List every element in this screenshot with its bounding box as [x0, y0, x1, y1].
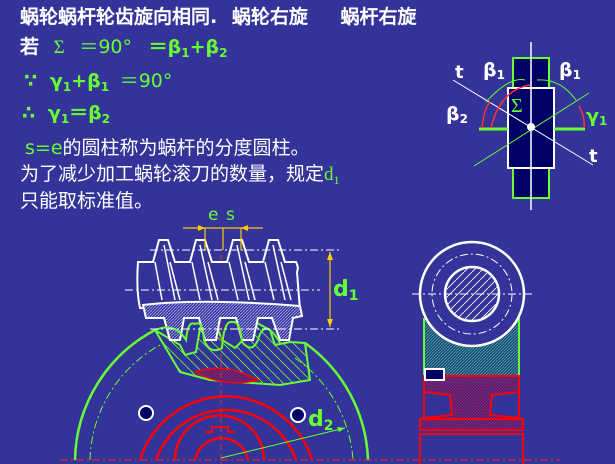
d1-symbol: d	[324, 164, 334, 185]
key-block	[424, 368, 445, 381]
definition-line: s=e的圆柱称为蜗杆的分度圆柱。	[25, 137, 310, 159]
standard-text: 为了减少加工蜗轮滚刀的数量，规定	[20, 163, 325, 185]
condition-line: 若 Σ ＝90° ＝β1+β2	[20, 36, 228, 64]
beta2-label: β2	[446, 103, 468, 126]
s-equals-e-text: s=e	[25, 137, 63, 159]
beta1-left-label: β1	[483, 59, 505, 82]
because-symbol: ∵	[24, 70, 38, 92]
definition-text: 的圆柱称为蜗杆的分度圆柱。	[62, 137, 310, 159]
rivet-left	[138, 405, 154, 421]
d2-label: d2	[308, 407, 334, 434]
gamma1-label: γ1	[586, 105, 607, 128]
statement-line: 蜗轮蜗杆轮齿旋向相同. 蜗轮右旋 蜗杆右旋	[20, 6, 417, 28]
therefore-line: ∴ γ1＝β2	[22, 102, 111, 126]
worm-right-hand-label: 蜗杆右旋	[340, 6, 417, 28]
standard-text-2: 只能取标准值。	[20, 190, 154, 212]
standard-line: 为了减少加工蜗轮滚刀的数量，规定d1	[20, 163, 340, 187]
statement-text: 蜗轮蜗杆轮齿旋向相同.	[20, 6, 218, 28]
sigma-label: Σ	[511, 95, 523, 117]
rivet-right	[290, 407, 306, 423]
therefore-symbol: ∴	[22, 102, 36, 124]
beta1-right-label: β1	[559, 59, 581, 82]
t-label-right: t	[589, 146, 598, 167]
worm-wheel-right-hand-label: 蜗轮右旋	[231, 6, 308, 28]
equals-90-text: ＝90°	[79, 36, 133, 58]
tangent-line	[452, 79, 594, 166]
beta-sum-expression: ＝β1+β2	[148, 36, 228, 60]
because-line: ∵ γ1+β1 ＝90°	[24, 70, 173, 94]
s-label: s	[226, 205, 235, 225]
if-label: 若	[20, 36, 40, 58]
t-label-left: t	[455, 62, 464, 83]
standard-line-2: 只能取标准值。	[20, 190, 153, 212]
e-label: e	[208, 205, 218, 225]
sigma-symbol: Σ	[53, 37, 65, 58]
d1-label: d1	[333, 277, 359, 304]
